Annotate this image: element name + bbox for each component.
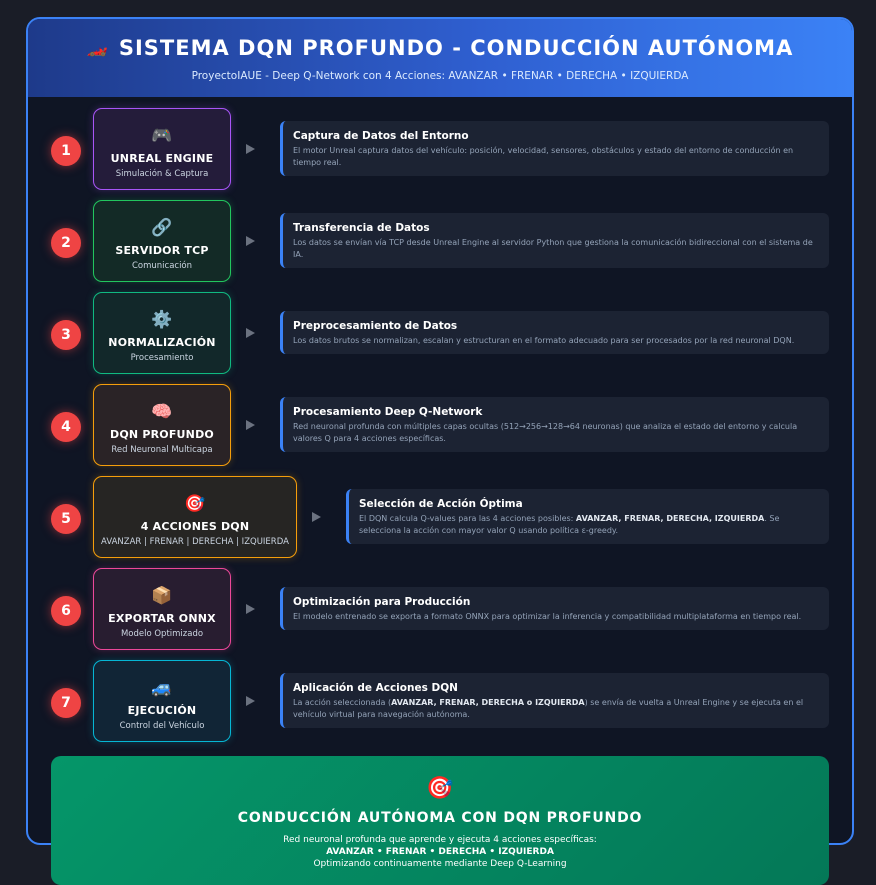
summary-title: CONDUCCIÓN AUTÓNOMA CON DQN PROFUNDO (237, 810, 643, 826)
arrow-right-icon (246, 236, 255, 246)
arrow-right-icon (246, 696, 255, 706)
step-subtitle: AVANZAR | FRENAR | DERECHA | IZQUIERDA (101, 537, 289, 547)
step-description-text: Red neuronal profunda con múltiples capa… (293, 422, 798, 443)
summary-banner: 🎯 CONDUCCIÓN AUTÓNOMA CON DQN PROFUNDO R… (51, 756, 829, 885)
step-title: EJECUCIÓN (127, 704, 197, 717)
arrow-right-icon (312, 512, 321, 522)
step-title: UNREAL ENGINE (110, 152, 214, 165)
step-title: NORMALIZACIÓN (108, 336, 216, 349)
brain-icon: 🧠 (151, 402, 173, 422)
gear-icon: ⚙️ (151, 310, 173, 330)
step-description-text: El DQN calcula Q-values para las 4 accio… (359, 513, 817, 536)
arrow-right-icon (246, 420, 255, 430)
step-card: 🎯 4 ACCIONES DQN AVANZAR | FRENAR | DERECH… (93, 476, 297, 558)
step-description-text: La acción seleccionada (AVANZAR, FRENAR,… (293, 697, 817, 720)
step-description-text: El modelo entrenado se exporta a formato… (293, 612, 802, 621)
summary-line-1: Red neuronal profunda que aprende y ejec… (283, 835, 597, 845)
page-title-text: SISTEMA DQN PROFUNDO - CONDUCCIÓN AUTÓNO… (118, 36, 794, 60)
link-icon: 🔗 (151, 218, 173, 238)
target-icon: 🎯 (184, 494, 206, 514)
package-icon: 📦 (151, 586, 173, 606)
step-description: Aplicación de Acciones DQN La acción sele… (280, 673, 829, 728)
car-icon: 🚙 (151, 678, 173, 698)
step-card: ⚙️ NORMALIZACIÓN Procesamiento (93, 292, 231, 374)
step-description: Captura de Datos del Entorno El motor Unr… (280, 121, 829, 176)
arrow-right-icon (246, 144, 255, 154)
header: 🏎️ SISTEMA DQN PROFUNDO - CONDUCCIÓN AUT… (28, 19, 852, 97)
step-title: SERVIDOR TCP (115, 244, 209, 257)
step-number-badge: 5 (51, 504, 81, 534)
step-subtitle: Modelo Optimizado (120, 629, 204, 639)
step-subtitle: Procesamiento (130, 353, 194, 363)
summary-line-3: Optimizando continuamente mediante Deep … (313, 859, 567, 869)
step-number-badge: 3 (51, 320, 81, 350)
step-card: 🧠 DQN PROFUNDO Red Neuronal Multicapa (93, 384, 231, 466)
arrow-right-icon (246, 604, 255, 614)
target-icon: 🎯 (426, 776, 454, 801)
description-actions-highlight: AVANZAR, FRENAR, DERECHA o IZQUIERDA (391, 698, 585, 707)
summary-line-2: AVANZAR • FRENAR • DERECHA • IZQUIERDA (326, 847, 554, 857)
step-description-text: Los datos brutos se normalizan, escalan … (293, 336, 795, 345)
step-description-title: Captura de Datos del Entorno (293, 130, 469, 142)
step-subtitle: Comunicación (131, 261, 193, 271)
description-text-start: El DQN calcula Q-values para las 4 accio… (359, 514, 576, 523)
description-actions-highlight: AVANZAR, FRENAR, DERECHA, IZQUIERDA (575, 514, 765, 523)
step-card: 📦 EXPORTAR ONNX Modelo Optimizado (93, 568, 231, 650)
step-number-badge: 6 (51, 596, 81, 626)
step-card: 🔗 SERVIDOR TCP Comunicación (93, 200, 231, 282)
step-card: 🎮 UNREAL ENGINE Simulación & Captura (93, 108, 231, 190)
arrow-right-icon (246, 328, 255, 338)
page-subtitle: ProyectoIAUE - Deep Q-Network con 4 Acci… (191, 70, 689, 82)
step-description-text: El motor Unreal captura datos del vehícu… (293, 146, 794, 167)
step-description-text: Los datos se envían vía TCP desde Unreal… (293, 238, 813, 259)
page-title: 🏎️ SISTEMA DQN PROFUNDO - CONDUCCIÓN AUT… (28, 36, 852, 60)
description-text-end: ) se envía de vuelta a Unreal Engine y s… (293, 698, 804, 719)
step-description: Optimización para Producción El modelo en… (280, 587, 829, 630)
step-description-title: Preprocesamiento de Datos (293, 320, 458, 332)
step-number-badge: 2 (51, 228, 81, 258)
step-card: 🚙 EJECUCIÓN Control del Vehículo (93, 660, 231, 742)
step-description-title: Transferencia de Datos (293, 222, 430, 234)
step-subtitle: Control del Vehículo (119, 721, 205, 731)
step-description-title: Optimización para Producción (293, 596, 471, 608)
step-subtitle: Red Neuronal Multicapa (111, 445, 213, 455)
race-car-icon: 🏎️ (86, 38, 109, 58)
gamepad-icon: 🎮 (151, 126, 173, 146)
step-title: EXPORTAR ONNX (108, 612, 216, 625)
step-description-title: Procesamiento Deep Q-Network (293, 406, 483, 418)
step-number-badge: 7 (51, 688, 81, 718)
step-title: DQN PROFUNDO (110, 428, 214, 441)
step-number-badge: 4 (51, 412, 81, 442)
step-description-title: Selección de Acción Óptima (359, 498, 523, 510)
step-subtitle: Simulación & Captura (115, 169, 209, 179)
step-title: 4 ACCIONES DQN (140, 520, 250, 533)
step-description: Selección de Acción Óptima El DQN calcula… (346, 489, 829, 544)
step-number-badge: 1 (51, 136, 81, 166)
step-description-title: Aplicación de Acciones DQN (293, 682, 458, 694)
description-text-start: La acción seleccionada ( (293, 698, 392, 707)
description-text-end: . Se selecciona la acción con mayor valo… (359, 514, 780, 535)
